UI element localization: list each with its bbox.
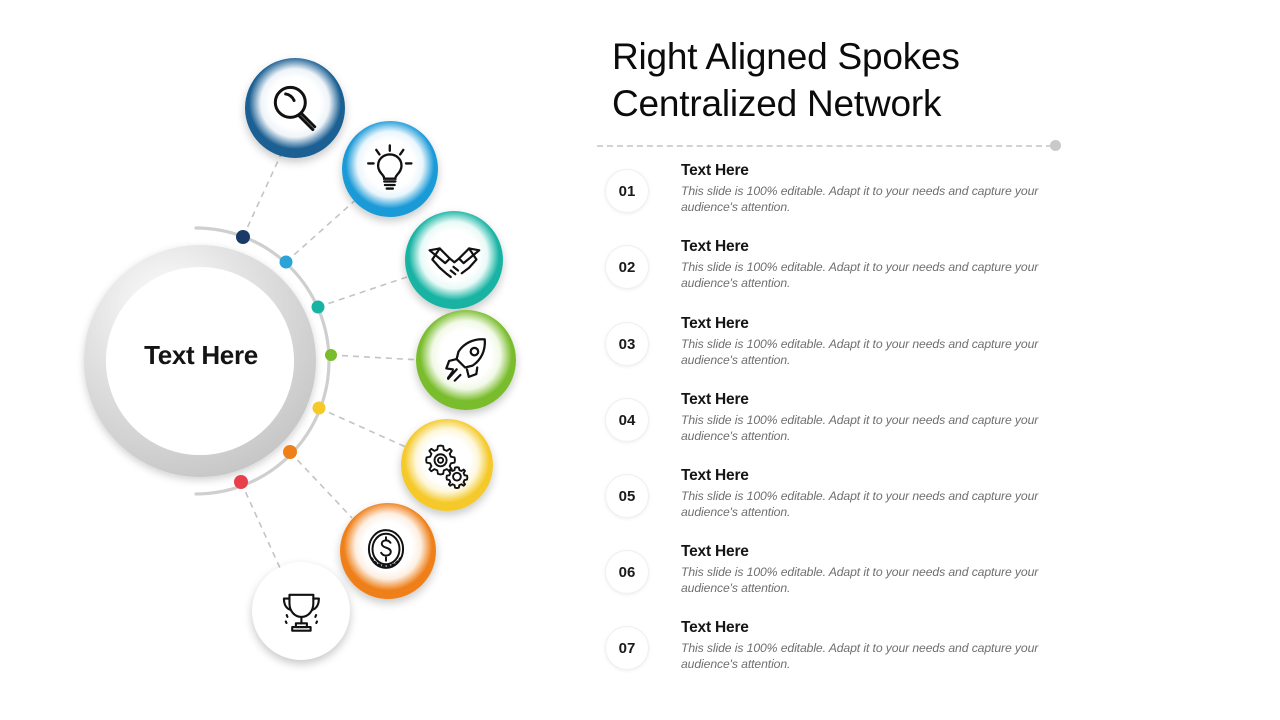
trophy-icon [272,582,331,641]
spoke-connector-group [240,149,422,569]
page-title: Right Aligned Spokes Centralized Network [612,33,1082,128]
list-item-number-badge: 04 [606,399,648,441]
list-item-title: Text Here [681,238,749,255]
dollar-coin-icon [359,522,417,580]
connector-dot-1 [236,230,250,244]
list-item-description: This slide is 100% editable. Adapt it to… [681,489,1039,520]
list-item-number-badge: 01 [606,170,648,212]
title-divider [597,145,1052,147]
list-item-text: Text Here This slide is 100% editable. A… [681,162,1059,216]
list-item-text: Text Here This slide is 100% editable. A… [681,619,1059,673]
divider-end-dot [1050,140,1061,151]
list-item[interactable]: 05 Text Here This slide is 100% editable… [595,467,1065,543]
hub-inner-fill [106,267,294,455]
list-item-description: This slide is 100% editable. Adapt it to… [681,184,1039,215]
spoke-connector-2 [285,195,361,263]
list-item[interactable]: 03 Text Here This slide is 100% editable… [595,315,1065,391]
list-item-description: This slide is 100% editable. Adapt it to… [681,413,1039,444]
list-item-title: Text Here [681,162,749,179]
spoke-node-6[interactable] [340,503,436,599]
list-item-description: This slide is 100% editable. Adapt it to… [681,260,1039,291]
list-item-text: Text Here This slide is 100% editable. A… [681,543,1059,597]
spoke-node-4[interactable] [416,310,516,410]
spoke-node-7[interactable] [252,562,350,660]
spoke-node-1[interactable] [245,58,345,158]
spokes-diagram: Text Here [0,0,580,720]
list-item[interactable]: 04 Text Here This slide is 100% editable… [595,391,1065,467]
spoke-node-5[interactable] [401,419,493,511]
spoke-connector-3 [317,274,414,308]
connector-dot-6 [283,445,297,459]
lightbulb-icon [361,140,419,198]
content-panel: Right Aligned Spokes Centralized Network… [595,0,1280,720]
list-item-text: Text Here This slide is 100% editable. A… [681,238,1059,292]
list-item-title: Text Here [681,467,749,484]
list-item[interactable]: 02 Text Here This slide is 100% editable… [595,238,1065,314]
list-item-text: Text Here This slide is 100% editable. A… [681,391,1059,445]
list-item-title: Text Here [681,619,749,636]
list-item-number-badge: 03 [606,323,648,365]
list-item-number-badge: 02 [606,246,648,288]
list-item-title: Text Here [681,391,749,408]
page-title-line-2: Centralized Network [612,83,942,125]
outer-arc [194,226,331,496]
connector-dots [234,230,337,489]
connector-dot-7 [234,475,248,489]
list-item-text: Text Here This slide is 100% editable. A… [681,467,1059,521]
rocket-icon [436,330,496,390]
spoke-node-2[interactable] [342,121,438,217]
spoke-connector-1 [242,149,284,238]
spoke-connector-4 [330,354,422,361]
list-item-title: Text Here [681,315,749,332]
spoke-connector-7 [240,481,281,569]
list-item[interactable]: 07 Text Here This slide is 100% editable… [595,619,1065,695]
connector-dot-5 [312,401,326,415]
spoke-connector-5 [318,407,409,449]
list-item-number-badge: 07 [606,627,648,669]
magnifier-icon [265,78,325,138]
list-item-description: This slide is 100% editable. Adapt it to… [681,565,1039,596]
spoke-connector-6 [289,451,353,519]
list-item-description: This slide is 100% editable. Adapt it to… [681,641,1039,672]
list-item[interactable]: 06 Text Here This slide is 100% editable… [595,543,1065,619]
diagram-connectors [84,149,422,569]
gears-icon [419,437,474,492]
list-item-text: Text Here This slide is 100% editable. A… [681,315,1059,369]
connector-dot-4 [325,349,337,361]
hub-ring [84,245,316,477]
connector-dot-3 [311,300,325,314]
hub-label: Text Here [144,340,258,370]
handshake-icon [425,231,484,290]
list-item-number-badge: 06 [606,551,648,593]
page-title-line-1: Right Aligned Spokes [612,36,960,77]
list-item-description: This slide is 100% editable. Adapt it to… [681,337,1039,368]
list-item-number-badge: 05 [606,475,648,517]
list-item-title: Text Here [681,543,749,560]
connector-dot-2 [279,255,293,269]
list-item[interactable]: 01 Text Here This slide is 100% editable… [595,162,1065,238]
spoke-node-3[interactable] [405,211,503,309]
